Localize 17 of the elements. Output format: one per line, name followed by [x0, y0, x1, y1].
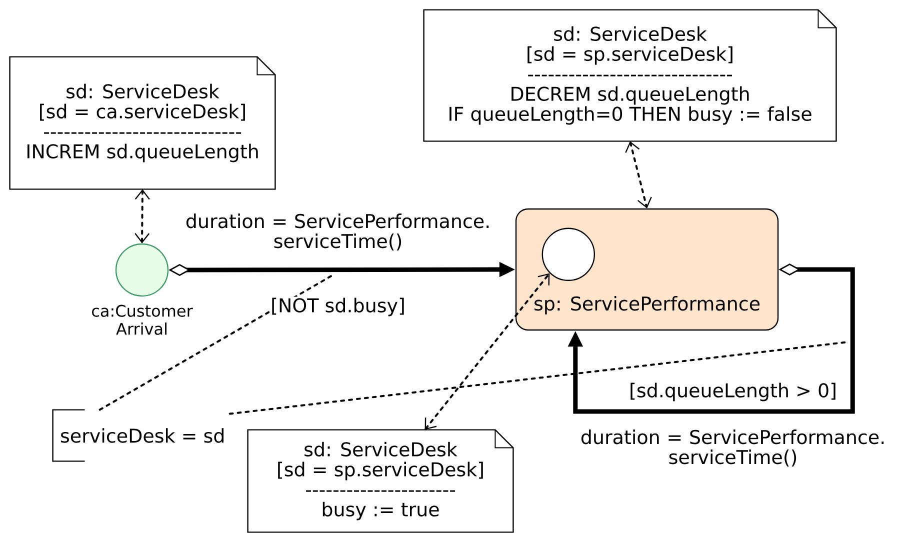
- note-box: sd: ServiceDesk [sd = sp.serviceDesk] ------------------------------ DECREM sd.queueLength IF queueLength=0 THEN busy := false: [423, 9, 837, 142]
- annotation: serviceDesk = sd: [52, 409, 224, 462]
- guard-condition: [NOT sd.busy]: [270, 296, 406, 318]
- event-label: ca:Customer Arrival: [92, 304, 193, 335]
- flow-arrow: [568, 264, 855, 414]
- edge-label: duration = ServicePerformance. serviceTime(): [581, 430, 884, 466]
- guard-condition: [sd.queueLength > 0]: [630, 382, 836, 402]
- association-line: [98, 274, 334, 411]
- note-box: sd: ServiceDesk [sd = ca.serviceDesk] ----------------------------- INCREM sd.queueLength: [9, 56, 276, 190]
- activity-box: sp: ServicePerformance: [515, 208, 779, 331]
- data-association-arrow: [424, 273, 550, 430]
- note-box: sd: ServiceDesk [sd = sp.serviceDesk] ---------------------- busy := true: [247, 429, 514, 533]
- data-association-arrow: [625, 141, 652, 208]
- edge-label: duration = ServicePerformance. serviceTime(): [186, 214, 489, 250]
- start-event-circle: [115, 243, 169, 297]
- event-circle: [542, 228, 595, 281]
- data-association-arrow: [134, 189, 150, 244]
